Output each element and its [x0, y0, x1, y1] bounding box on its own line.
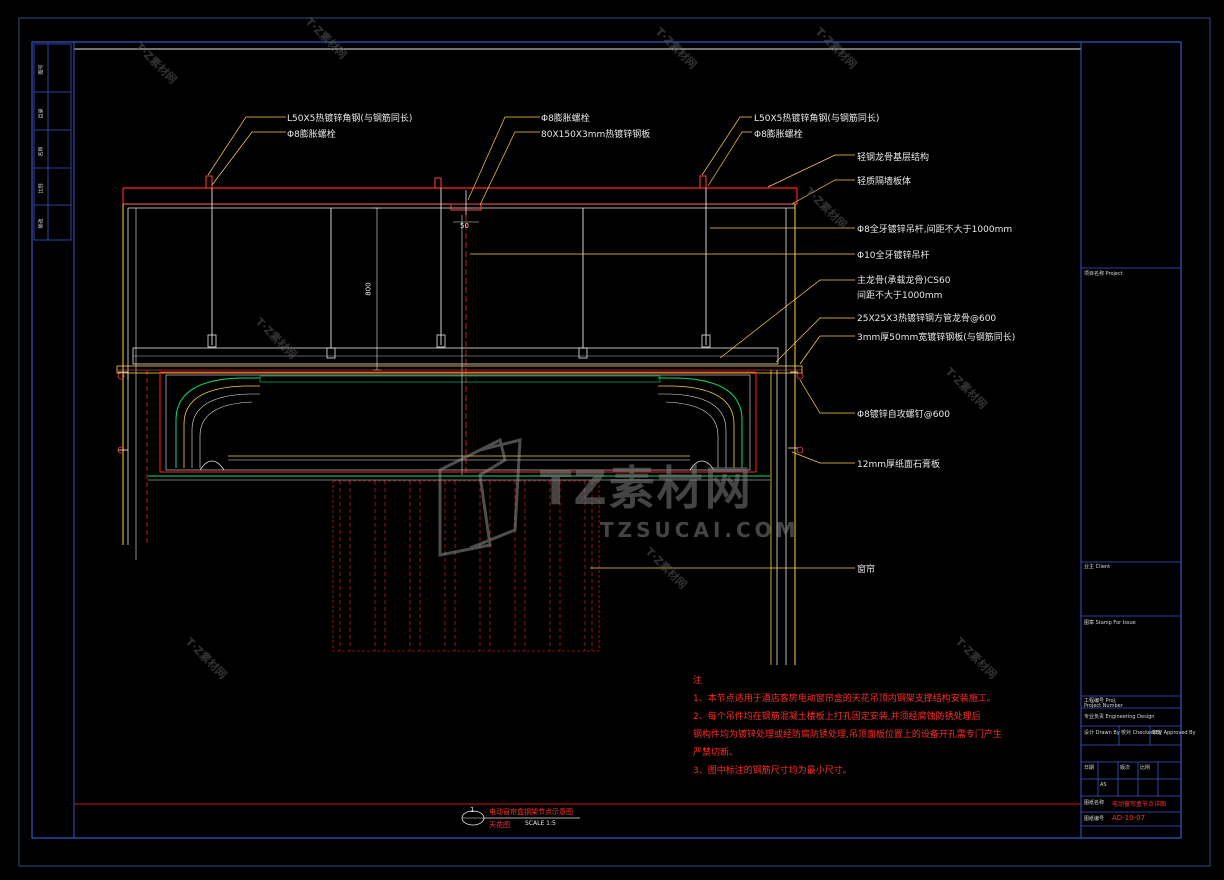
callout-gypsum: 12mm厚纸面石膏板	[857, 460, 940, 470]
watermark-main: TZ素材网	[540, 461, 753, 515]
drawing-number: 1	[470, 806, 475, 814]
sidebar-label-2: 目录	[38, 108, 45, 119]
callout-square-tube: 25X25X3热镀锌钢方管龙骨@600	[857, 314, 997, 324]
callout-steel-frame: 轻钢龙骨基层结构	[857, 153, 930, 163]
tb-checked: 校对 Checked By	[1121, 730, 1163, 736]
left-sidebar-strip	[33, 43, 72, 241]
callout-bolt-right: Φ8膨胀螺栓	[754, 130, 803, 140]
tb-rev: 版次	[1120, 765, 1131, 771]
sidebar-label-5: 修改	[38, 218, 45, 229]
notes-line-1: 1、本节点适用于酒店客房电动窗帘盒的天花吊顶内钢架支撑结构安装施工。	[693, 694, 996, 704]
watermark-logo	[438, 437, 522, 557]
callout-rod-1: Φ8全牙镀锌吊杆,间距不大于1000mm	[857, 225, 1013, 235]
tb-drawing-no: 图纸编号	[1084, 816, 1105, 822]
callout-angle-left: L50X5热镀锌角钢(与钢筋同长)	[287, 114, 413, 124]
tb-project-no: 工程编号 Proj.	[1084, 698, 1117, 704]
drawing-subtitle: 天花图	[489, 821, 510, 829]
callout-flat-steel: 3mm厚50mm宽镀锌钢板(与钢筋同长)	[857, 333, 1016, 343]
dimension-800	[373, 207, 479, 371]
side-walls	[122, 204, 796, 665]
callout-screw: Φ8镀锌自攻螺钉@600	[857, 410, 950, 420]
concrete-slab	[122, 187, 798, 209]
hanger-rods	[211, 188, 707, 348]
tb-project: 项目名称 Project	[1084, 271, 1123, 277]
sheet-outer-border	[18, 17, 1211, 867]
leader-lines	[207, 116, 855, 569]
curtain-box	[148, 371, 770, 481]
sidebar-label-4: 比例	[38, 183, 45, 194]
expansion-bolt-anchors	[205, 175, 707, 188]
callout-curtain: 窗帘	[857, 565, 876, 575]
tb-design: 专业负责 Engineering Design	[1084, 714, 1155, 720]
tb-seal: 图章 Stamp For Issue	[1084, 620, 1136, 626]
tb-scale-value: AS	[1100, 782, 1107, 788]
dim-width: 50	[460, 222, 469, 230]
callout-angle-right: L50X5热镀锌角钢(与钢筋同长)	[754, 114, 880, 124]
curtain-fabric	[332, 480, 600, 652]
dim-height: 800	[364, 282, 373, 296]
side-brackets	[117, 371, 804, 454]
notes-heading: 注	[693, 676, 703, 686]
tb-client: 业主 Client	[1084, 564, 1111, 570]
notes-line-3: 钢构件均为镀锌处理或经防腐防锈处理,吊顶面板位置上的设备开孔需专门产生	[693, 730, 1002, 740]
drawing-name: 电动窗帘盒钢架节点示意图	[489, 808, 573, 816]
sheet-inner-border	[31, 41, 1182, 839]
drawing-scale: SCALE 1:5	[525, 820, 556, 827]
tb-drawn: 设计 Drawn By	[1084, 730, 1120, 736]
callout-board: 轻质隔墙板体	[857, 177, 912, 187]
watermark-url: TZSUCAI.COM	[600, 518, 800, 542]
tb-drawing-no-value: AD-10-07	[1112, 814, 1146, 822]
sidebar-label-3: 名称	[38, 146, 45, 157]
main-keel-bar	[116, 347, 803, 374]
tb-drawing-name: 图纸名称	[1084, 800, 1105, 806]
center-plate-detail	[450, 190, 482, 475]
callout-keel-1: 主龙骨(承载龙骨)CS60	[857, 276, 951, 286]
callout-keel-2: 间距不大于1000mm	[857, 291, 943, 301]
notes-line-5: 3、图中标注的钢筋尺寸均为最小尺寸。	[693, 766, 852, 776]
notes-line-2: 2、每个吊件均在钢筋混凝土楼板上打孔固定安装,并须经腐蚀防锈处理后	[693, 712, 981, 722]
tb-approved: 审定 Approved By	[1152, 730, 1196, 736]
callout-bolt-left: Φ8膨胀螺栓	[287, 130, 336, 140]
drawing-title-symbol	[461, 810, 580, 826]
tb-date: 日期	[1084, 765, 1095, 771]
notes-line-4: 严禁切断。	[693, 748, 739, 758]
tb-scale: 比例	[1140, 765, 1151, 771]
callout-bolt-center: Φ8膨胀螺栓	[541, 114, 590, 124]
tb-project-no-en: Project Number	[1084, 703, 1123, 709]
tb-drawing-name-value: 电动窗帘盒节点详图	[1112, 801, 1167, 808]
title-block-grid	[1081, 267, 1181, 827]
sidebar-label-1: 图号	[38, 64, 45, 75]
callout-plate-center: 80X150X3mm热镀锌钢板	[541, 130, 651, 140]
callout-rod-2: Φ10全牙镀锌吊杆	[857, 251, 930, 261]
